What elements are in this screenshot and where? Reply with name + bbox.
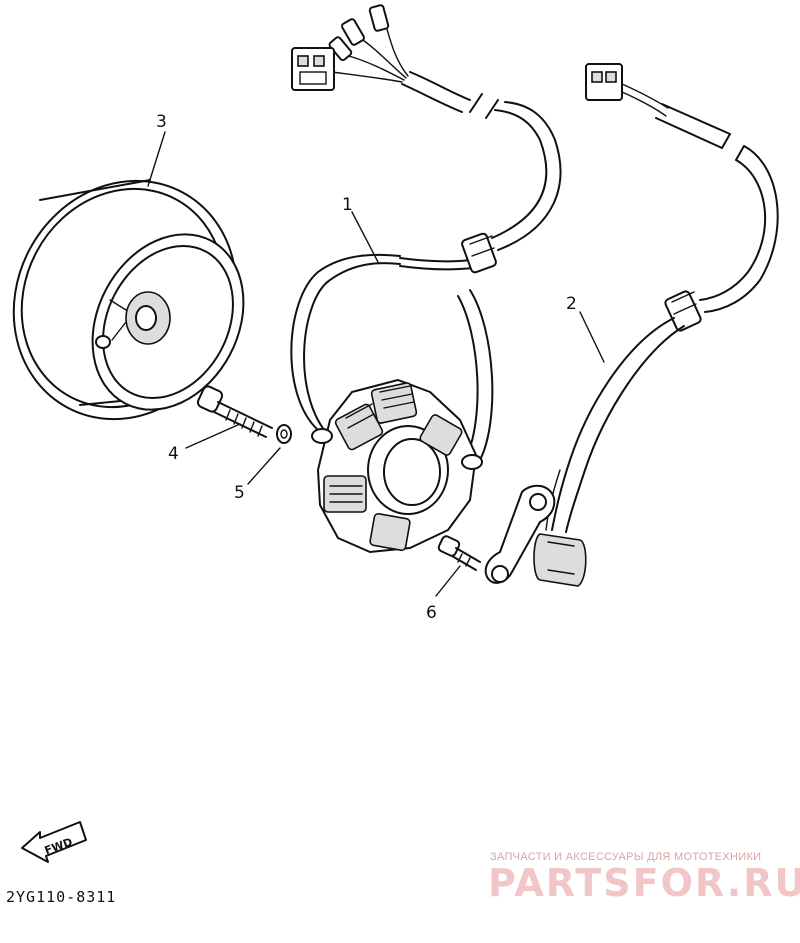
bolt-long	[196, 385, 273, 438]
screw-short	[437, 535, 481, 571]
watermark-tagline: ЗАПЧАСТИ И АКСЕССУАРЫ ДЛЯ МОТОТЕХНИКИ	[490, 851, 761, 863]
callout-4: 4	[168, 444, 179, 464]
callout-3: 3	[156, 112, 167, 132]
stator-core	[311, 379, 483, 553]
callout-2: 2	[566, 294, 577, 314]
diagram-code: 2YG110-8311	[6, 888, 116, 906]
fwd-arrow-icon: FWD	[21, 821, 87, 863]
callout-6: 6	[426, 603, 437, 623]
watermark-brand-logo: PARTSFOR.RU	[488, 861, 800, 905]
callout-5: 5	[234, 483, 245, 503]
callout-leaders	[147, 131, 605, 597]
callout-1: 1	[342, 195, 353, 215]
flywheel-rotor	[12, 179, 245, 421]
washer	[276, 424, 292, 444]
watermark: ЗАПЧАСТИ И АКСЕССУАРЫ ДЛЯ МОТОТЕХНИКИ PA…	[488, 851, 800, 905]
pickup-coil-assembly	[484, 63, 779, 587]
stator-assembly	[290, 4, 562, 553]
